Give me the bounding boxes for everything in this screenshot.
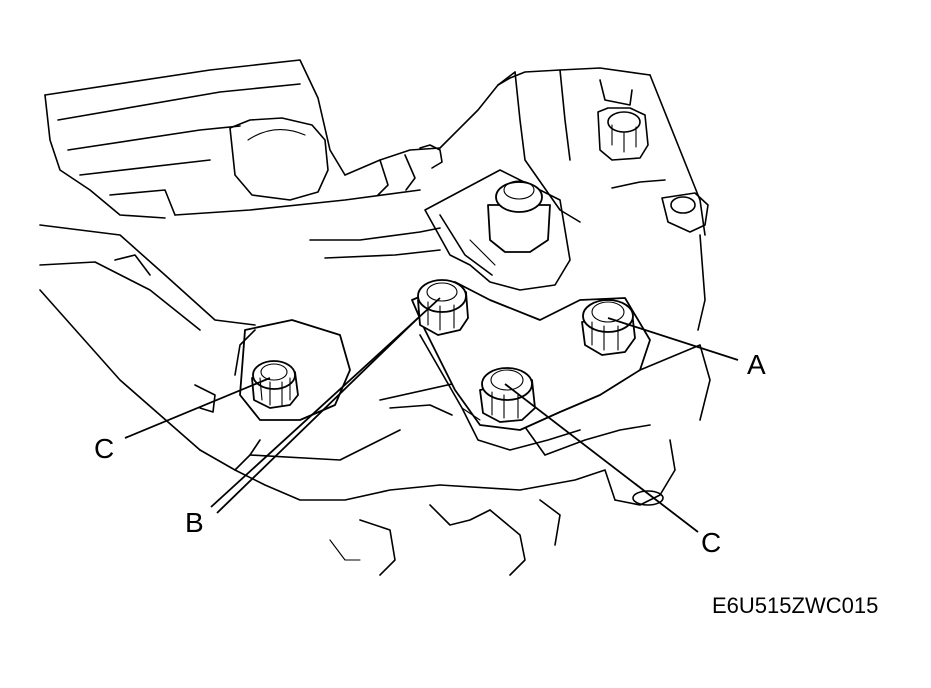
upper-housing	[44, 59, 516, 219]
bolt-c-right	[479, 367, 536, 423]
leader-a	[607, 317, 739, 361]
leader-b-lower	[216, 317, 419, 514]
plate-mount	[411, 279, 651, 451]
right-housing	[497, 67, 711, 421]
leader-c-right	[504, 383, 699, 533]
bolt-a	[581, 299, 636, 356]
callout-c-right: C	[701, 527, 721, 558]
bolt-b	[417, 279, 469, 336]
callout-b: B	[185, 507, 204, 538]
callout-a: A	[747, 349, 766, 380]
leader-c-left	[124, 377, 271, 439]
callout-c-left: C	[94, 433, 114, 464]
figure-code: E6U515ZWC015	[712, 593, 878, 618]
left-mount	[39, 224, 351, 451]
leader-lines	[124, 297, 739, 533]
upper-bracket	[309, 169, 571, 291]
